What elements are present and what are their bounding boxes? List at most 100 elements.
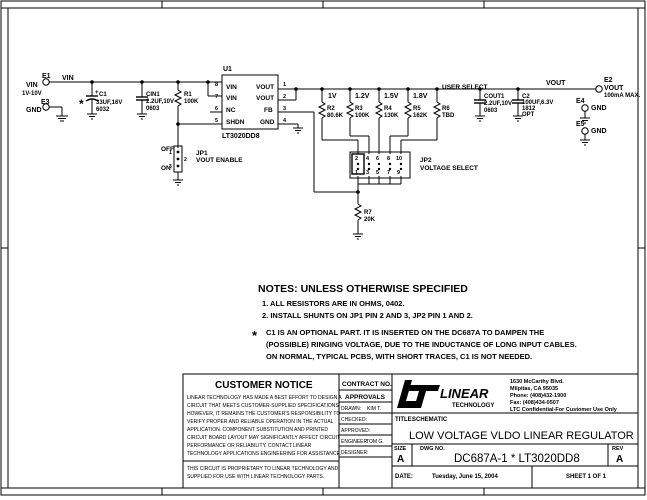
svg-text:CIRCUIT THAT MEETS CUSTOMER-SU: CIRCUIT THAT MEETS CUSTOMER-SUPPLIED SPE… [187,403,340,409]
linear-technology-logo: LINEAR TECHNOLOGY [397,380,494,409]
svg-text:R3: R3 [355,106,363,112]
vin-terminal-e1: E1 VIN 1V-10V [22,73,51,97]
svg-text:DC687A-1 * LT3020DD8: DC687A-1 * LT3020DD8 [454,453,580,465]
svg-text:VOLTAGE SELECT: VOLTAGE SELECT [420,165,478,172]
svg-text:CONTRACT NO.: CONTRACT NO. [342,381,392,388]
svg-text:2.2UF,10V: 2.2UF,10V [146,99,174,105]
svg-text:VOUT: VOUT [256,84,274,91]
svg-text:CHECKED:: CHECKED: [341,417,367,423]
svg-text:2: 2 [355,156,358,162]
svg-text:APPROVALS: APPROVALS [345,394,386,401]
capacitor-cin1: CIN1 2.2UF,10V 0603 [136,82,174,120]
svg-text:1812: 1812 [522,106,536,112]
svg-text:8: 8 [387,156,390,162]
svg-text:80.6K: 80.6K [327,113,344,119]
gnd-terminal-e4: E4 GND [576,98,607,124]
svg-text:SUPPLIED FOR USE WITH LINEAR T: SUPPLIED FOR USE WITH LINEAR TECHNOLOGY … [187,474,324,480]
svg-text:LINEAR TECHNOLOGY HAS MADE A B: LINEAR TECHNOLOGY HAS MADE A BEST EFFORT… [187,395,342,401]
svg-text:SHDN: SHDN [226,119,245,126]
svg-text:R1: R1 [184,92,192,98]
svg-text:GND: GND [260,119,275,126]
svg-text:1.2V: 1.2V [355,93,370,100]
svg-text:1: 1 [355,170,358,176]
svg-text:PERFORMANCE OR RELIABILITY. C: PERFORMANCE OR RELIABILITY. CONTACT LINE… [187,443,312,449]
svg-text:6: 6 [376,156,379,162]
svg-text:R5: R5 [413,106,421,112]
svg-text:OFF: OFF [161,146,174,153]
svg-text:VIN: VIN [226,84,237,91]
svg-text:TOM G.: TOM G. [366,439,384,445]
svg-text:JP1: JP1 [196,150,208,157]
svg-text:7: 7 [215,94,218,100]
svg-text:4: 4 [283,118,287,124]
svg-text:KIM T.: KIM T. [367,406,381,412]
svg-text:TECHNOLOGY: TECHNOLOGY [452,403,494,409]
svg-text:OPT: OPT [522,112,535,118]
svg-text:GND: GND [591,128,607,135]
jumper-jp2: 2 4 6 8 10 1 3 5 7 9 JP2 VOLTAGE SELECT [349,151,478,179]
capacitor-c1: * + C1 33UF,16V 6032 [79,82,122,120]
svg-text:7: 7 [387,170,390,176]
svg-text:REV: REV [612,446,624,452]
svg-text:130K: 130K [384,113,399,119]
svg-text:Milpitas, CA 95035: Milpitas, CA 95035 [510,386,558,392]
svg-text:C1 IS AN OPTIONAL PART. IT IS: C1 IS AN OPTIONAL PART. IT IS INSERTED O… [266,328,544,337]
svg-text:TBD: TBD [442,113,455,119]
svg-text:ENGINEER:: ENGINEER: [341,439,369,445]
svg-text:DWG NO.: DWG NO. [420,446,445,452]
svg-text:R6: R6 [442,106,450,112]
svg-text:10: 10 [396,156,402,162]
gnd-terminal-e3: E3 GND [26,99,68,122]
svg-text:SCHEMATIC: SCHEMATIC [412,417,448,423]
svg-text:1V: 1V [328,93,337,100]
svg-text:DESIGNER:: DESIGNER: [341,450,369,456]
svg-text:1: 1 [283,82,286,88]
svg-text:1: 1 [169,150,172,156]
svg-text:100K: 100K [355,113,370,119]
svg-text:E5: E5 [576,121,585,128]
svg-text:E4: E4 [576,98,585,105]
regulator-u1: U1 LT3020DD8 VIN VIN NC SHDN 8 7 6 5 VOU… [210,66,303,140]
feedback-resistors: 1V 1.2V 1.5V 1.8V USER SELECT R2 80.6K R… [317,84,488,154]
svg-text:GND: GND [591,105,607,112]
svg-text:R4: R4 [384,106,392,112]
svg-text:VOUT: VOUT [604,85,624,92]
svg-text:FB: FB [264,107,273,114]
svg-text:GND: GND [26,107,42,114]
svg-text:2.2UF,10V: 2.2UF,10V [484,101,512,107]
svg-text:1630 McCarthy Blvd.: 1630 McCarthy Blvd. [510,379,564,385]
svg-text:3: 3 [283,106,286,112]
svg-text:E2: E2 [604,77,613,84]
svg-text:(POSSIBLE) RINGING VOLTAGE, DU: (POSSIBLE) RINGING VOLTAGE, DUE TO THE I… [266,340,577,349]
svg-text:R2: R2 [327,106,335,112]
svg-text:Tuesday, June 15, 2004: Tuesday, June 15, 2004 [432,474,498,480]
svg-text:3: 3 [169,164,172,170]
svg-text:5: 5 [376,170,379,176]
svg-text:20K: 20K [364,217,376,223]
svg-text:TECHNOLOGY APPLICATIONS ENGINE: TECHNOLOGY APPLICATIONS ENGINEERING FOR … [187,451,341,457]
svg-text:DATE:: DATE: [395,474,413,480]
svg-text:LOW VOLTAGE VLDO LINEAR REGULA: LOW VOLTAGE VLDO LINEAR REGULATOR [409,430,634,442]
svg-text:0603: 0603 [484,108,498,114]
svg-text:LTC Confidential-For Customer: LTC Confidential-For Customer Use Only [510,407,618,413]
svg-text:E3: E3 [41,99,50,106]
svg-text:1.5V: 1.5V [384,93,399,100]
svg-text:1.8V: 1.8V [413,93,428,100]
svg-text:SHEET 1 OF 1: SHEET 1 OF 1 [566,474,607,480]
svg-text:9: 9 [397,170,400,176]
capacitor-cout1: COUT1 2.2UF,10V 0603 [474,89,512,122]
svg-text:APPLICATION. COMPONENT SUBSTI: APPLICATION. COMPONENT SUBSTITUTION AND … [187,427,328,433]
svg-text:U1: U1 [223,66,232,73]
notes-section: NOTES: UNLESS OTHERWISE SPECIFIED 1. ALL… [252,283,577,361]
svg-text:5: 5 [215,118,218,124]
vout-net-label: VOUT [546,80,566,87]
title-block: CUSTOMER NOTICE LINEAR TECHNOLOGY HAS MA… [182,373,639,489]
svg-text:VOUT: VOUT [256,95,274,102]
svg-text:VIN: VIN [226,95,237,102]
svg-text:0603: 0603 [146,106,160,112]
svg-text:NC: NC [226,107,236,114]
svg-text:100K: 100K [184,99,199,105]
svg-text:Fax: (408)434-0507: Fax: (408)434-0507 [510,400,559,406]
capacitor-c2: C2 100UF,6.3V 1812 OPT [512,89,553,122]
